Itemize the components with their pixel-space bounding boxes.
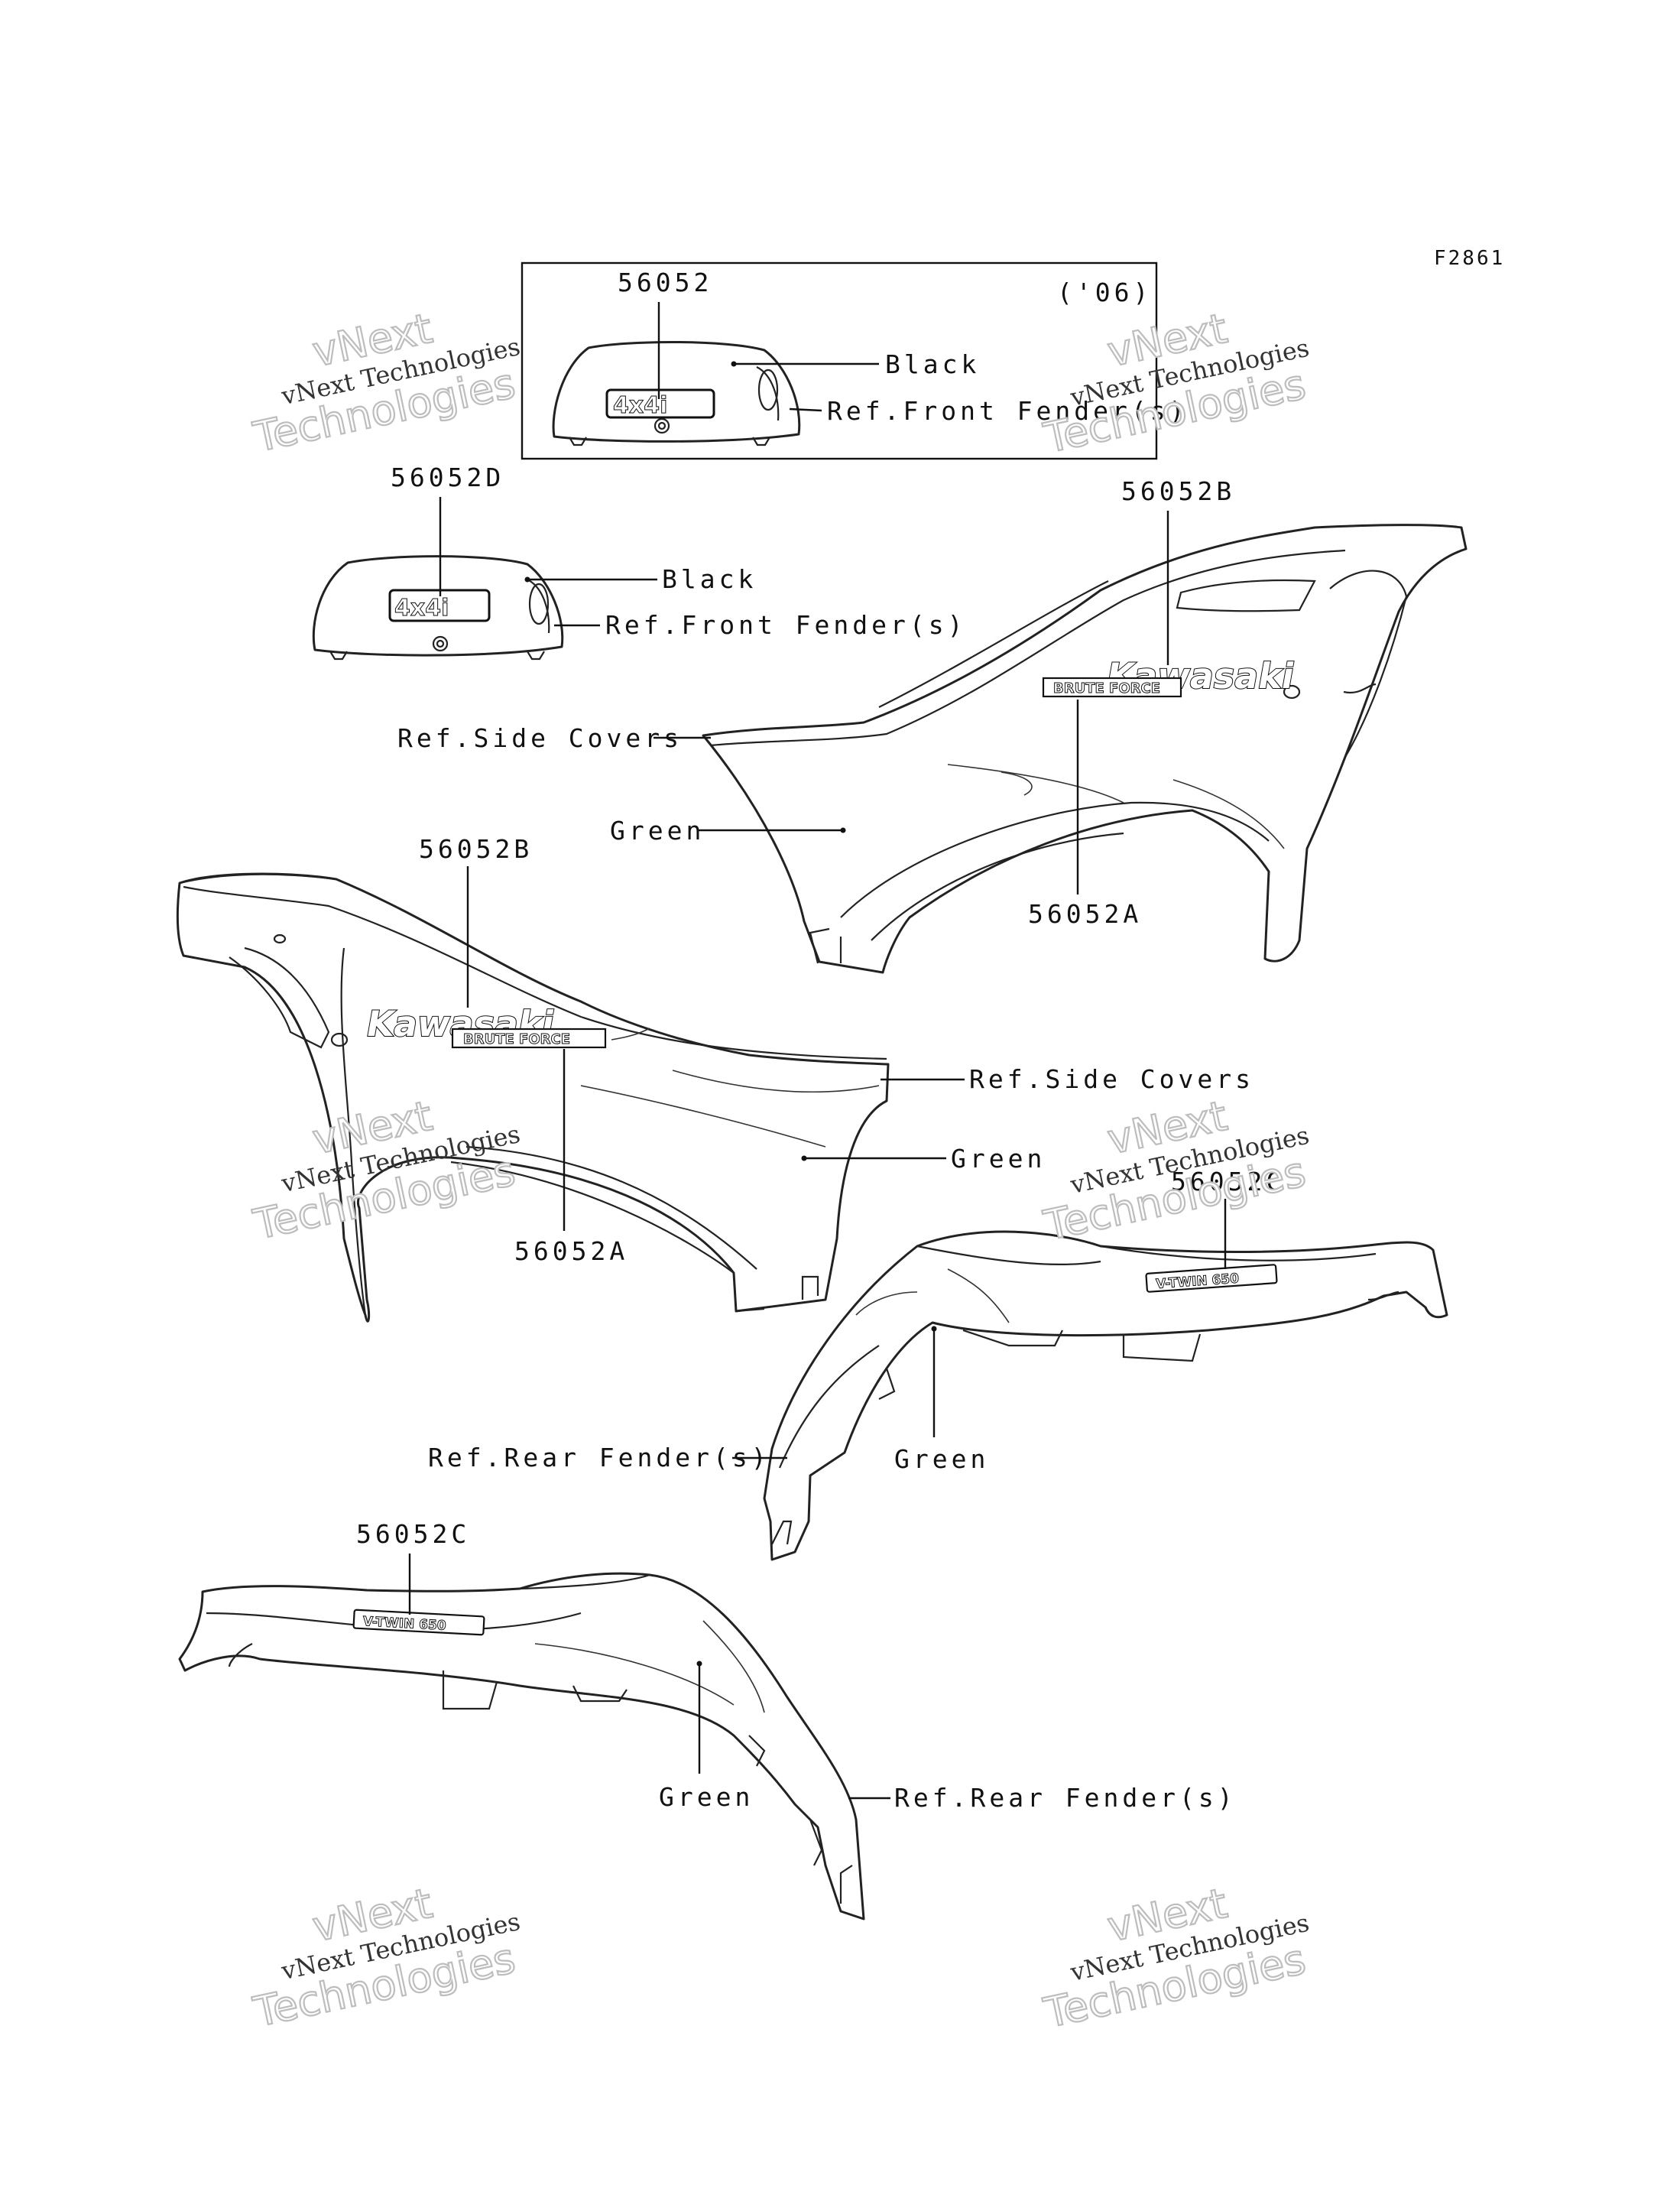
part-number-56052B-left[interactable]: 56052B — [419, 834, 533, 864]
watermark-bottom-right: vNext vNext Technologies Technologies — [1039, 1878, 1312, 2038]
decal-vtwin-left: V-TWIN 650 — [352, 1609, 485, 1636]
decal-4x4i: 4x4i — [388, 589, 491, 622]
right-rear-fender: V-TWIN 650 — [763, 1230, 1448, 1561]
front-fender-cap-06: 4x4i — [552, 341, 801, 446]
watermark-top-right: vNext vNext Technologies Technologies — [1039, 304, 1312, 463]
part-number-56052A-right[interactable]: 56052A — [1028, 899, 1142, 929]
part-number-56052C-left[interactable]: 56052C — [356, 1519, 470, 1549]
callout-black-top: Black — [885, 349, 980, 379]
callout-front-fender-top: Ref.Front Fender(s) — [827, 396, 1189, 426]
svg-text:BRUTE FORCE: BRUTE FORCE — [463, 1031, 570, 1047]
callout-rear-fender-left: Ref.Rear Fender(s) — [894, 1783, 1237, 1813]
decal-4x4i-06: 4x4i — [605, 388, 715, 420]
svg-text:4x4i: 4x4i — [613, 392, 667, 419]
decal-bruteforce-left: BRUTE FORCE — [451, 1028, 607, 1049]
left-side-cover: Kawasaki BRUTE FORCE — [176, 872, 890, 1323]
callout-front-fender-mid: Ref.Front Fender(s) — [605, 610, 967, 640]
left-rear-fender: V-TWIN 650 — [178, 1572, 865, 1920]
part-number-56052D[interactable]: 56052D — [391, 463, 504, 492]
year-note: ('06) — [1057, 278, 1152, 307]
decal-bruteforce-right: BRUTE FORCE — [1042, 677, 1182, 698]
part-number-56052B-right[interactable]: 56052B — [1121, 476, 1235, 506]
watermark-mid-right: vNext vNext Technologies Technologies — [1039, 1091, 1312, 1251]
part-number-56052C-right[interactable]: 56052C — [1171, 1167, 1285, 1196]
callout-green-right-cover: Green — [610, 816, 705, 846]
decal-vtwin-right: V-TWIN 650 — [1145, 1264, 1278, 1293]
callout-rear-fender-right: Ref.Rear Fender(s) — [428, 1443, 770, 1472]
callout-green-left-rear: Green — [659, 1782, 754, 1812]
svg-text:BRUTE FORCE: BRUTE FORCE — [1053, 680, 1160, 696]
watermark-top-left: vNext vNext Technologies Technologies — [248, 304, 523, 463]
watermark-bottom-left: vNext vNext Technologies Technologies — [248, 1878, 523, 2037]
callout-green-right-rear: Green — [894, 1444, 989, 1474]
svg-text:V-TWIN 650: V-TWIN 650 — [1156, 1271, 1240, 1293]
part-number-56052A-left[interactable]: 56052A — [514, 1236, 628, 1266]
svg-text:4x4i: 4x4i — [394, 595, 449, 622]
right-side-cover: Kawasaki BRUTE FORCE — [702, 524, 1468, 974]
inset-frame — [521, 261, 1158, 460]
year-2006-inset: ('06) 56052 4x4i Black Ref.Front Fender(… — [521, 261, 1189, 460]
callout-side-covers-left: Ref.Side Covers — [969, 1064, 1254, 1094]
callout-black-mid: Black — [662, 564, 757, 594]
front-fender-cap: 4x4i — [312, 555, 564, 661]
figure-code: F2861 — [1434, 247, 1505, 270]
front-fender-56052D: 56052D 4x4i Black Ref.Front Fender(s) — [312, 463, 967, 661]
callout-green-left-cover: Green — [951, 1144, 1046, 1174]
callout-side-covers-right: Ref.Side Covers — [397, 723, 683, 753]
part-number-56052[interactable]: 56052 — [618, 268, 712, 297]
